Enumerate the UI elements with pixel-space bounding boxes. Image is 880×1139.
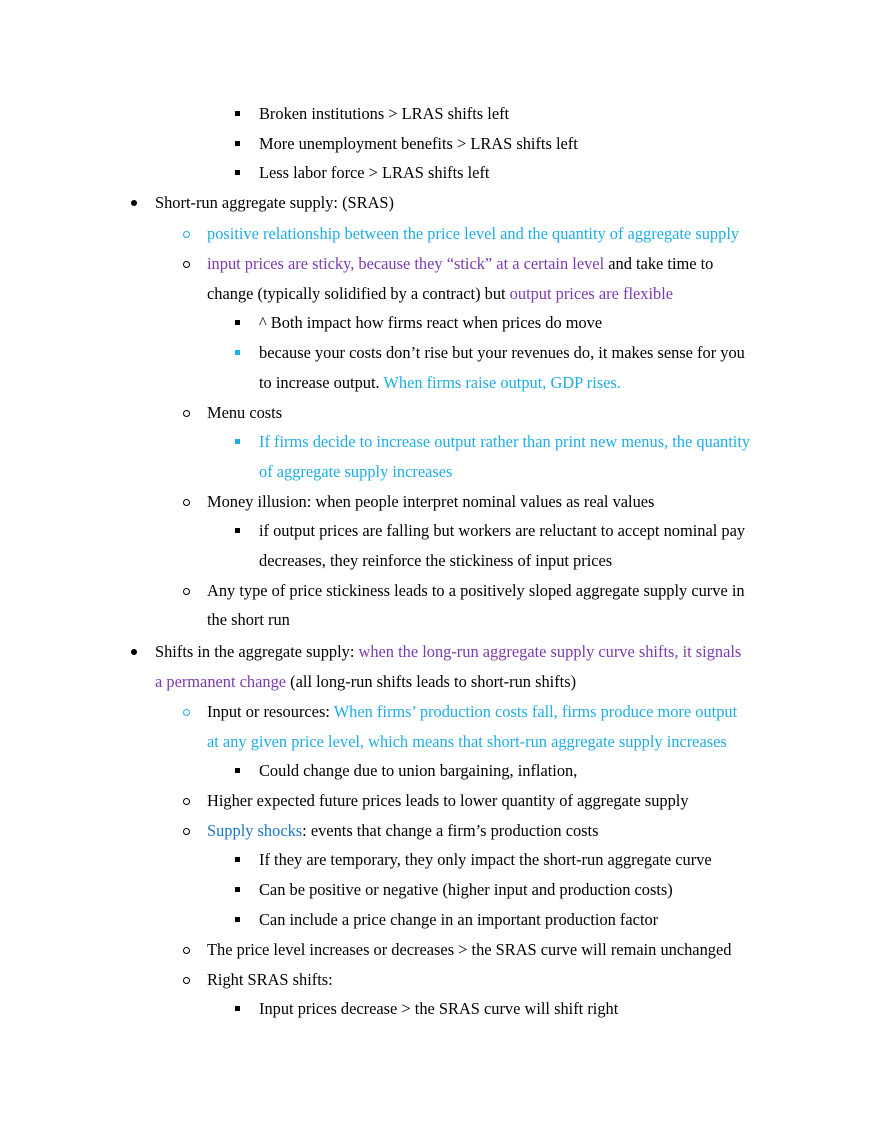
circle-bullet-icon: [183, 828, 190, 835]
list-item: input prices are sticky, because they “s…: [207, 254, 713, 274]
list-item: If they are temporary, they only impact …: [259, 850, 712, 869]
text: to increase output.: [259, 373, 384, 392]
circle-bullet-icon: [183, 499, 190, 506]
circle-bullet-icon: [183, 410, 190, 417]
list-item-continuation: a permanent change (all long-run shifts …: [155, 672, 576, 692]
list-item: The price level increases or decreases >…: [207, 940, 732, 959]
list-item-continuation: to increase output. When firms raise out…: [259, 373, 621, 393]
circle-bullet-icon: [183, 947, 190, 954]
text: Shifts in the aggregate supply:: [155, 642, 359, 661]
square-bullet-icon: [235, 170, 240, 175]
list-item: Could change due to union bargaining, in…: [259, 761, 578, 780]
list-item: Can include a price change in an importa…: [259, 910, 659, 929]
square-bullet-icon: [235, 350, 240, 355]
text: and take time to: [604, 254, 714, 273]
highlighted-text: Supply shocks: [207, 821, 303, 840]
square-bullet-icon: [235, 528, 240, 533]
list-item: because your costs don’t rise but your r…: [259, 343, 745, 362]
list-item-continuation: change (typically solidified by a contra…: [207, 284, 673, 304]
list-item-heading: Shifts in the aggregate supply: when the…: [155, 642, 741, 662]
highlighted-text: when the long-run aggregate supply curve…: [358, 642, 742, 661]
list-item: Broken institutions > LRAS shifts left: [259, 104, 510, 123]
list-item-continuation: decreases, they reinforce the stickiness…: [259, 551, 613, 570]
circle-bullet-icon: [183, 798, 190, 805]
list-item: Can be positive or negative (higher inpu…: [259, 880, 673, 899]
list-item: positive relationship between the price …: [207, 224, 740, 243]
list-item: ^ Both impact how firms react when price…: [259, 313, 603, 332]
list-item: If firms decide to increase output rathe…: [259, 432, 751, 451]
square-bullet-icon: [235, 887, 240, 892]
list-item: Menu costs: [207, 403, 283, 422]
circle-bullet-icon: [183, 709, 190, 716]
square-bullet-icon: [235, 1006, 240, 1011]
list-item: Less labor force > LRAS shifts left: [259, 163, 490, 182]
disc-bullet-icon: [131, 649, 137, 655]
list-item: Input or resources: When firms’ producti…: [207, 702, 737, 722]
list-item-continuation: the short run: [207, 610, 290, 629]
text: change (typically solidified by a contra…: [207, 284, 510, 303]
list-item-continuation: at any given price level, which means th…: [207, 732, 727, 751]
list-item: Any type of price stickiness leads to a …: [207, 581, 745, 600]
list-item: if output prices are falling but workers…: [259, 521, 746, 540]
disc-bullet-icon: [131, 200, 137, 206]
circle-bullet-icon: [183, 588, 190, 595]
circle-bullet-icon: [183, 231, 190, 238]
highlighted-text: When firms’ production costs fall, firms…: [333, 702, 738, 721]
list-item: Money illusion: when people interpret no…: [207, 492, 655, 511]
list-item: More unemployment benefits > LRAS shifts…: [259, 134, 578, 153]
square-bullet-icon: [235, 768, 240, 773]
highlighted-text: a permanent change: [155, 672, 287, 691]
square-bullet-icon: [235, 857, 240, 862]
square-bullet-icon: [235, 439, 240, 444]
highlighted-text: output prices are flexible: [509, 284, 674, 303]
highlighted-text: When firms raise output, GDP rises.: [383, 373, 621, 392]
list-item-heading: Short-run aggregate supply: (SRAS): [155, 193, 395, 212]
list-item: Supply shocks: events that change a firm…: [207, 821, 599, 841]
text: Input or resources:: [207, 702, 334, 721]
circle-bullet-icon: [183, 977, 190, 984]
list-item: Right SRAS shifts:: [207, 970, 333, 989]
text: (all long-run shifts leads to short-run …: [286, 672, 577, 691]
list-item: Higher expected future prices leads to l…: [207, 791, 689, 810]
list-item-continuation: of aggregate supply increases: [259, 462, 453, 481]
highlighted-text: input prices are sticky, because they “s…: [207, 254, 605, 273]
list-item: Input prices decrease > the SRAS curve w…: [259, 999, 619, 1018]
circle-bullet-icon: [183, 261, 190, 268]
text: : events that change a firm’s production…: [302, 821, 599, 840]
square-bullet-icon: [235, 111, 240, 116]
square-bullet-icon: [235, 141, 240, 146]
square-bullet-icon: [235, 320, 240, 325]
square-bullet-icon: [235, 917, 240, 922]
